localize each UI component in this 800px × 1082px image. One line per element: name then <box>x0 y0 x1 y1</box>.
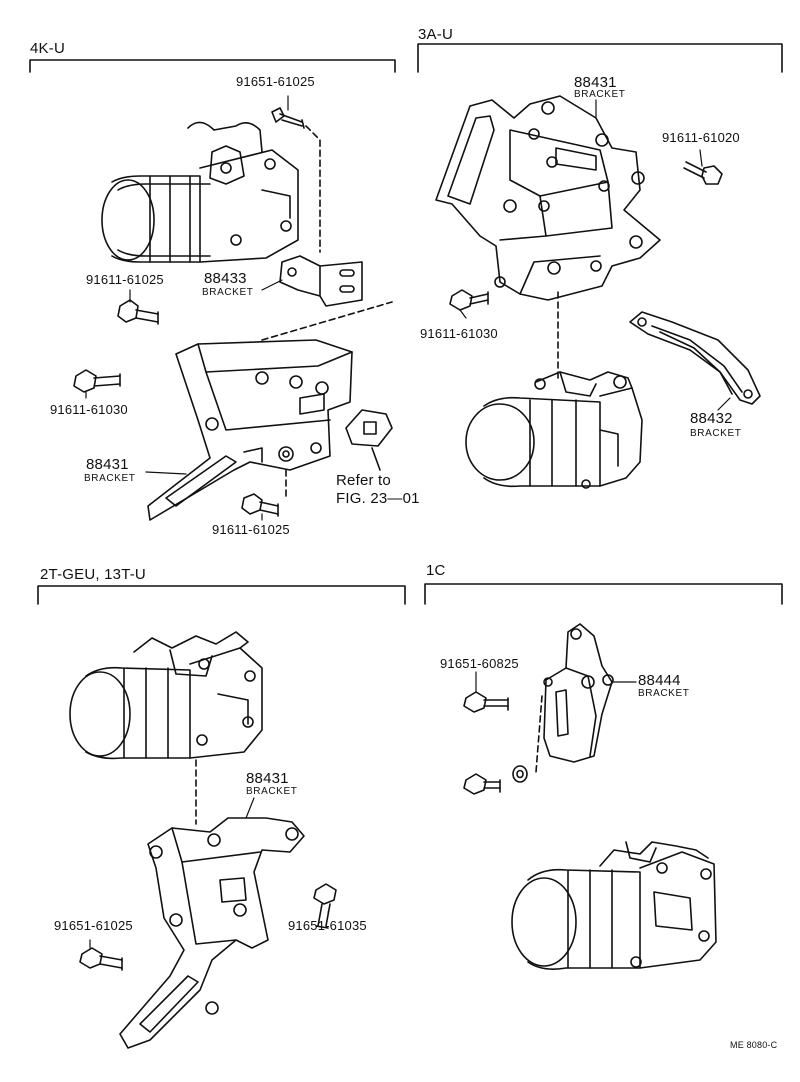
bolt-91611-61025-left <box>117 299 159 325</box>
compressor-1c <box>511 841 717 970</box>
part-number-91611-61025-left: 91611-61025 <box>86 272 164 287</box>
bracket-88431-4k <box>147 339 353 521</box>
bolt-1c-lower <box>463 773 501 795</box>
part-number-91611-61030-left: 91611-61030 <box>50 402 128 417</box>
bolt-91651-61035 <box>313 883 337 929</box>
bracket-label-88431-2t: BRACKET <box>246 786 298 797</box>
bolt-91651-60825 <box>463 691 509 713</box>
leader-dashed-2 <box>261 301 393 341</box>
figure-reference: FIG. 23—01 <box>336 490 420 507</box>
part-number-91651-61025-2t: 91651-61025 <box>54 918 133 933</box>
leader-dashed-1 <box>305 125 321 253</box>
section-bracket-4k <box>29 59 396 73</box>
part-number-91611-61020: 91611-61020 <box>662 130 740 145</box>
part-number-91651-61025-top: 91651-61025 <box>236 74 315 89</box>
bracket-label-88431-3a: BRACKET <box>574 89 626 100</box>
bolt-91651-61025-top <box>271 107 305 129</box>
part-number-88431-2t: 88431 <box>246 770 289 787</box>
bracket-label-88431-4k: BRACKET <box>84 473 136 484</box>
part-number-88432: 88432 <box>690 410 733 427</box>
bracket-88433 <box>279 255 363 307</box>
section-title-3a: 3A-U <box>418 26 453 43</box>
section-bracket-1c <box>424 583 783 605</box>
gasket <box>345 409 393 471</box>
compressor-3a <box>465 371 643 489</box>
bolt-91611-61030-left <box>73 369 121 393</box>
refer-to-text: Refer to <box>336 472 391 489</box>
leader-lines-3a <box>459 99 731 411</box>
part-number-88433: 88433 <box>204 270 247 287</box>
bracket-label-88432: BRACKET <box>690 428 742 439</box>
part-number-88431-4k: 88431 <box>86 456 129 473</box>
part-number-91611-61025-bottom: 91611-61025 <box>212 522 290 537</box>
washer-1c <box>512 765 528 783</box>
section-title-1c: 1C <box>426 562 446 579</box>
leader-lines-2t <box>89 797 329 949</box>
diagram-reference-code: ME 8080-C <box>730 1040 778 1050</box>
section-bracket-3a <box>417 43 783 73</box>
compressor-2t <box>69 631 263 760</box>
bracket-88431-3a <box>435 95 661 301</box>
part-number-91651-61035: 91651-61035 <box>288 918 367 933</box>
part-number-88444: 88444 <box>638 672 681 689</box>
part-number-88431-3a: 88431 <box>574 74 617 91</box>
section-title-2t: 2T-GEU, 13T-U <box>40 566 146 583</box>
section-bracket-2t <box>37 585 406 605</box>
bolt-91651-61025-2t <box>79 947 123 971</box>
part-number-91611-61030-3a: 91611-61030 <box>420 326 498 341</box>
bracket-88444 <box>543 623 614 763</box>
bracket-88431-2t <box>119 817 305 1049</box>
bracket-label-88433: BRACKET <box>202 287 254 298</box>
bracket-label-88444: BRACKET <box>638 688 690 699</box>
leader-lines-1c <box>475 671 637 693</box>
bolt-91611-61020 <box>683 161 723 185</box>
section-title-4k: 4K-U <box>30 40 65 57</box>
part-number-91651-60825: 91651-60825 <box>440 656 519 671</box>
compressor-4k <box>101 121 299 263</box>
leader-lines-4k <box>85 95 289 521</box>
bolt-91611-61030-3a <box>449 289 489 311</box>
bolt-91611-61025-bottom <box>241 493 279 517</box>
bracket-88432 <box>629 311 761 405</box>
leader-dashed-1c <box>535 695 543 773</box>
